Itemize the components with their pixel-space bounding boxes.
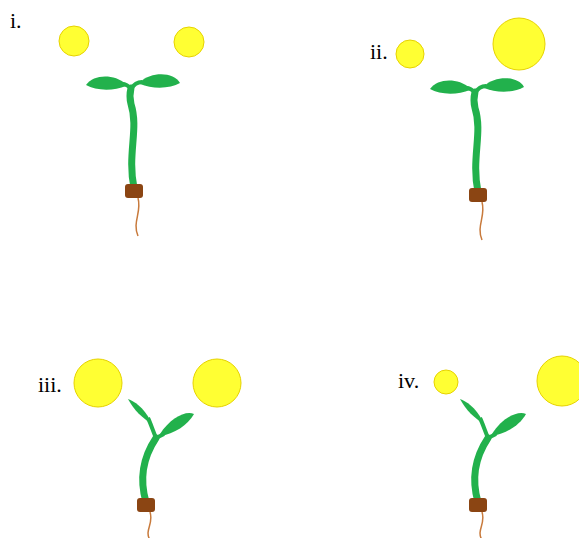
panel-label: iv. bbox=[398, 370, 419, 392]
panel-label: iii. bbox=[38, 374, 62, 396]
panel-label: ii. bbox=[370, 41, 388, 63]
panel-label: i. bbox=[10, 10, 22, 32]
